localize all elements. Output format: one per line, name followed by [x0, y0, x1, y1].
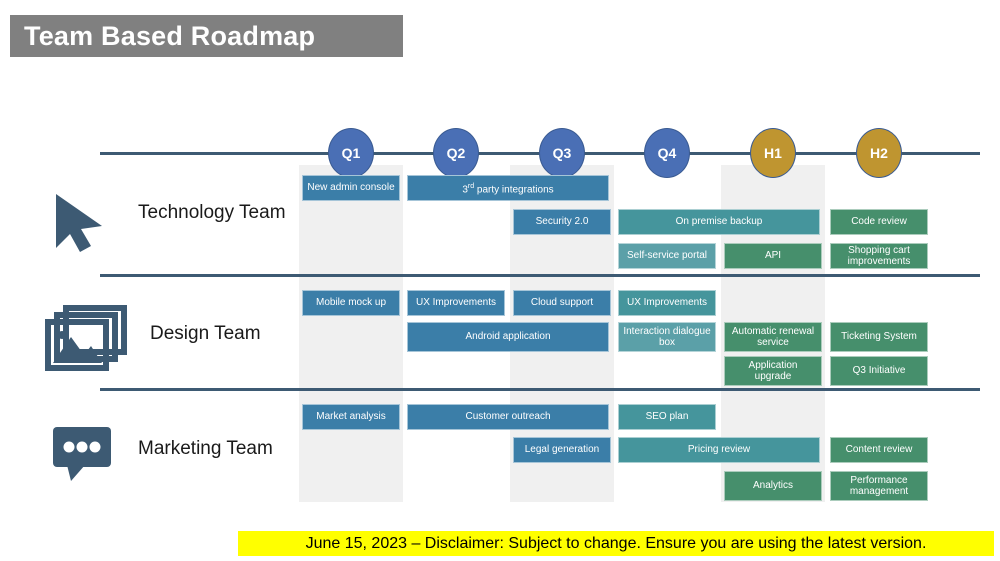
task-bar[interactable]: Market analysis	[302, 404, 400, 430]
task-bar[interactable]: Analytics	[724, 471, 822, 501]
task-bar[interactable]: SEO plan	[618, 404, 716, 430]
column-band-q1	[299, 165, 403, 502]
task-bar-label: UX Improvements	[415, 297, 497, 309]
timeline-node-label: Q4	[657, 145, 677, 161]
timeline-node-q1[interactable]: Q1	[328, 128, 374, 178]
task-bar[interactable]: Q3 Initiative	[830, 356, 928, 386]
task-bar-label: Code review	[851, 216, 907, 228]
timeline-node-label: Q3	[552, 145, 572, 161]
task-bar[interactable]: Ticketing System	[830, 322, 928, 352]
timeline-node-q4[interactable]: Q4	[644, 128, 690, 178]
task-bar[interactable]: New admin console	[302, 175, 400, 201]
task-bar[interactable]: On premise backup	[618, 209, 820, 235]
task-bar-label: Interaction dialogue box	[623, 325, 711, 349]
team-label-technology: Technology Team	[138, 202, 286, 223]
task-bar-label: Performance management	[849, 474, 909, 498]
task-bar-label: Self-service portal	[626, 250, 708, 262]
task-bar[interactable]: Mobile mock up	[302, 290, 400, 316]
task-bar[interactable]: Security 2.0	[513, 209, 611, 235]
task-bar[interactable]: Android application	[407, 322, 609, 352]
task-bar[interactable]: UX Improvements	[407, 290, 505, 316]
task-bar-label: Q3 Initiative	[852, 365, 906, 377]
task-bar-label: Ticketing System	[841, 331, 917, 343]
task-bar[interactable]: UX Improvements	[618, 290, 716, 316]
task-bar-label: Market analysis	[316, 411, 386, 423]
disclaimer-text: June 15, 2023 – Disclaimer: Subject to c…	[305, 534, 927, 552]
timeline-node-label: H1	[764, 145, 782, 161]
team-label-marketing: Marketing Team	[138, 438, 273, 459]
timeline-node-h1[interactable]: H1	[750, 128, 796, 178]
task-bar-label: 3rd party integrations	[462, 182, 554, 195]
task-bar[interactable]: Shopping cart improvements	[830, 243, 928, 269]
task-bar[interactable]: Cloud support	[513, 290, 611, 316]
task-bar[interactable]: Interaction dialogue box	[618, 322, 716, 352]
task-bar-label: Legal generation	[524, 444, 600, 456]
task-bar[interactable]: Customer outreach	[407, 404, 609, 430]
task-bar-label: Analytics	[752, 480, 793, 492]
task-bar-label: Automatic renewal service	[731, 325, 815, 349]
task-bar[interactable]: Code review	[830, 209, 928, 235]
task-bar-label: Security 2.0	[535, 216, 589, 228]
task-bar-label: Customer outreach	[465, 411, 551, 423]
team-label-design: Design Team	[150, 323, 261, 344]
task-bar-label: Application upgrade	[748, 359, 798, 383]
timeline-node-q2[interactable]: Q2	[433, 128, 479, 178]
page-title: Team Based Roadmap	[24, 20, 316, 51]
timeline-node-label: Q1	[341, 145, 361, 161]
task-bar[interactable]: API	[724, 243, 822, 269]
task-bar[interactable]: Performance management	[830, 471, 928, 501]
task-bar-label: API	[764, 250, 782, 262]
row-divider-2	[100, 388, 980, 391]
task-bar[interactable]: Self-service portal	[618, 243, 716, 269]
task-bar-label: SEO plan	[645, 411, 689, 423]
images-stack-icon	[44, 305, 128, 378]
timeline-node-q3[interactable]: Q3	[539, 128, 585, 178]
task-bar[interactable]: Application upgrade	[724, 356, 822, 386]
cursor-pointer-icon	[50, 190, 112, 261]
disclaimer-banner: June 15, 2023 – Disclaimer: Subject to c…	[238, 531, 994, 556]
timeline-node-label: Q2	[446, 145, 466, 161]
task-bar-label: Android application	[465, 331, 551, 343]
task-bar-label: Content review	[845, 444, 913, 456]
task-bar[interactable]: Pricing review	[618, 437, 820, 463]
row-divider-1	[100, 274, 980, 277]
task-bar-label: New admin console	[307, 182, 395, 194]
task-bar-label: UX Improvements	[626, 297, 708, 309]
timeline-node-h2[interactable]: H2	[856, 128, 902, 178]
task-bar-label: On premise backup	[675, 216, 763, 228]
task-bar-label: Shopping cart improvements	[847, 244, 911, 268]
timeline-node-label: H2	[870, 145, 888, 161]
task-bar[interactable]: Automatic renewal service	[724, 322, 822, 352]
task-bar[interactable]: Legal generation	[513, 437, 611, 463]
task-bar[interactable]: Content review	[830, 437, 928, 463]
slide-title-bar: Team Based Roadmap	[10, 15, 403, 57]
task-bar[interactable]: 3rd party integrations	[407, 175, 609, 201]
task-bar-label: Pricing review	[687, 444, 751, 456]
speech-bubble-icon	[51, 425, 117, 486]
task-bar-label: Cloud support	[530, 297, 594, 309]
task-bar-label: Mobile mock up	[315, 297, 387, 309]
